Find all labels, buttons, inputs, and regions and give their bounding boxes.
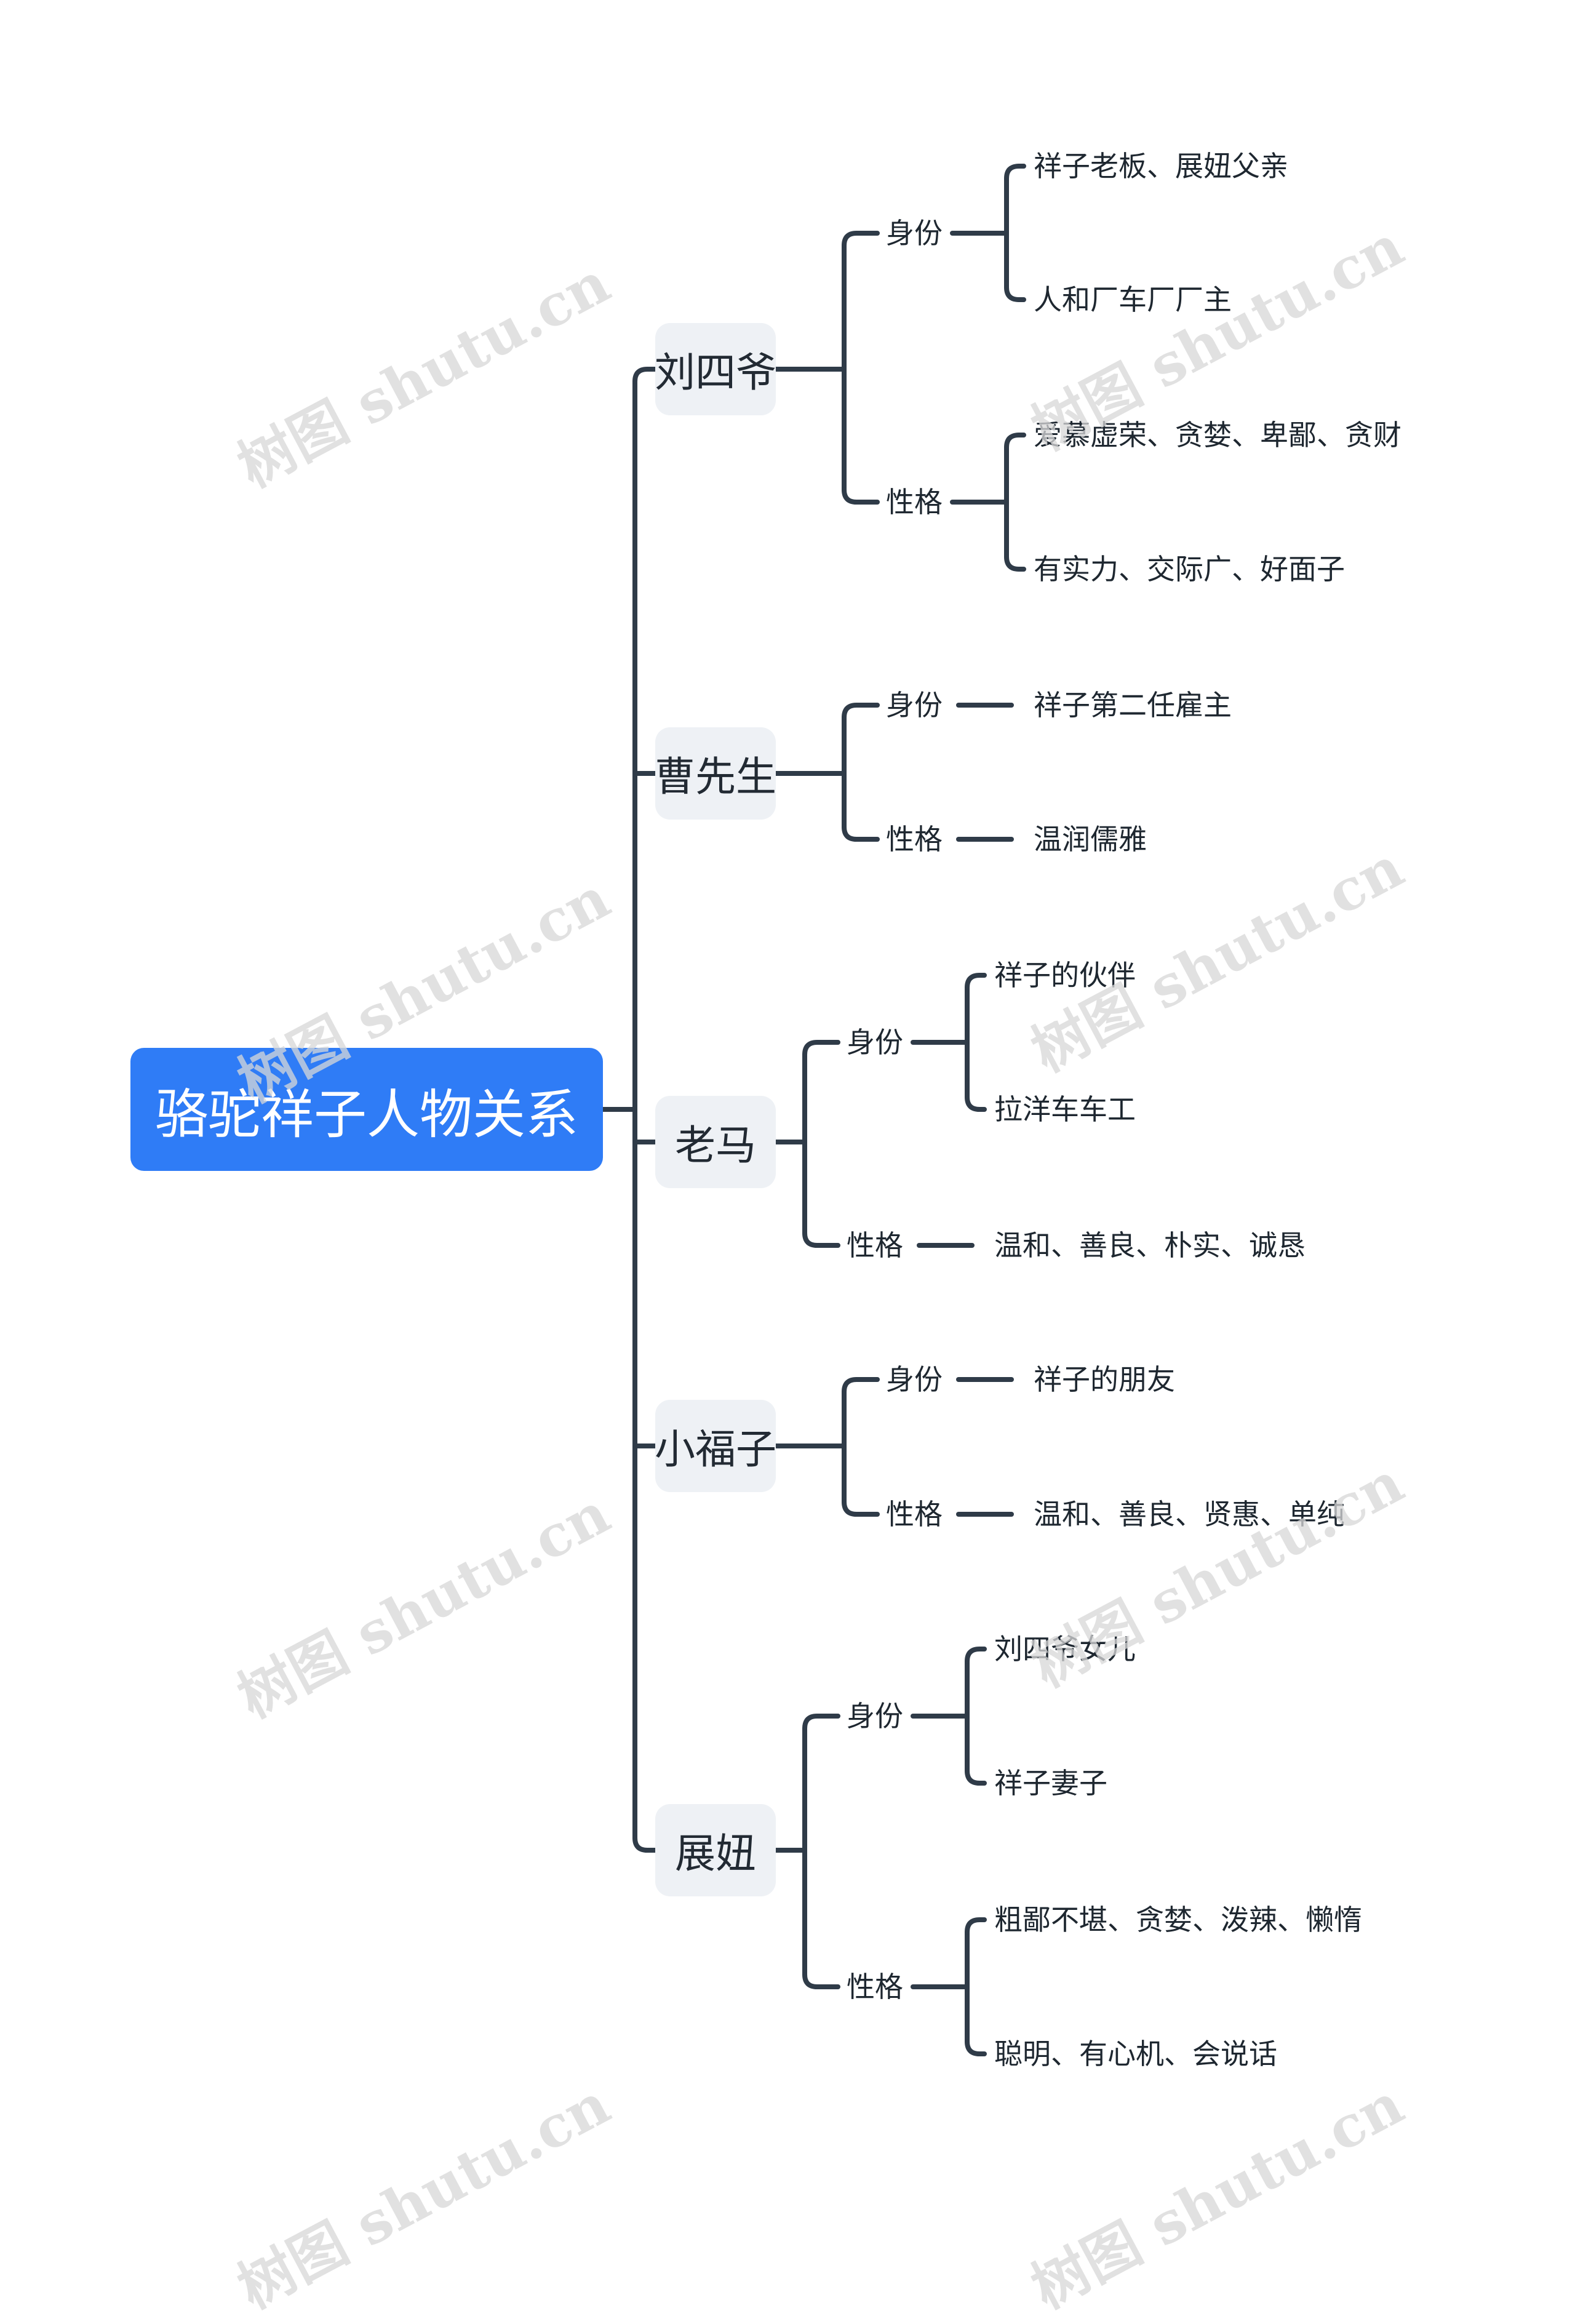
attr-link-4-0-branch xyxy=(965,1647,987,1664)
person-link-1-branch xyxy=(842,825,880,842)
connector-lines xyxy=(600,164,1026,2056)
person-link-0-branch xyxy=(842,487,880,505)
detail-text[interactable]: 祥子第二任雇主 xyxy=(1034,689,1232,722)
detail-text[interactable]: 粗鄙不堪、贪婪、泼辣、懒惰 xyxy=(994,1903,1362,1936)
root-node[interactable]: 骆驼祥子人物关系 xyxy=(130,1048,603,1171)
detail-text[interactable]: 祥子的伙伴 xyxy=(994,959,1136,992)
person-node-cao-xian-sheng[interactable]: 曹先生 xyxy=(655,727,776,820)
attr-link-0-1-branch xyxy=(1004,554,1026,572)
detail-text[interactable]: 刘四爷女儿 xyxy=(994,1632,1136,1666)
attr-personality[interactable]: 性格 xyxy=(886,823,943,856)
attr-personality[interactable]: 性格 xyxy=(886,1498,943,1531)
attr-personality[interactable]: 性格 xyxy=(847,1970,903,2003)
detail-text[interactable]: 有实力、交际广、好面子 xyxy=(1034,553,1345,586)
attr-identity[interactable]: 身份 xyxy=(847,1026,903,1059)
root-link-branch xyxy=(632,367,658,384)
person-node-xiao-fu-zi[interactable]: 小福子 xyxy=(655,1400,776,1492)
person-link-2-branch xyxy=(802,1231,840,1248)
person-node-liu-si-ye[interactable]: 刘四爷 xyxy=(655,323,776,415)
detail-text[interactable]: 祥子老板、展妞父亲 xyxy=(1034,150,1288,183)
person-link-4-branch xyxy=(802,1714,840,1731)
attr-link-4-0-branch xyxy=(965,1768,987,1786)
detail-text[interactable]: 拉洋车车工 xyxy=(994,1093,1136,1126)
attr-identity[interactable]: 身份 xyxy=(886,217,943,250)
attr-link-0-0-branch xyxy=(1004,285,1026,302)
attr-identity[interactable]: 身份 xyxy=(886,689,943,722)
detail-text[interactable]: 爱慕虚荣、贪婪、卑鄙、贪财 xyxy=(1034,418,1402,452)
attr-identity[interactable]: 身份 xyxy=(886,1363,943,1396)
attr-link-2-0-branch xyxy=(965,1095,987,1112)
detail-text[interactable]: 温和、善良、朴实、诚恳 xyxy=(994,1229,1306,1262)
detail-text[interactable]: 人和厂车厂厂主 xyxy=(1034,283,1232,316)
person-link-3-branch xyxy=(842,1499,880,1517)
person-node-zhan-niu[interactable]: 展妞 xyxy=(655,1804,776,1896)
person-link-2-branch xyxy=(802,1040,840,1057)
attr-personality[interactable]: 性格 xyxy=(886,485,943,519)
attr-link-4-1-branch xyxy=(965,1917,987,1935)
detail-text[interactable]: 聪明、有心机、会说话 xyxy=(994,2037,1277,2070)
attr-link-0-1-branch xyxy=(1004,433,1026,450)
attr-identity[interactable]: 身份 xyxy=(847,1699,903,1733)
person-link-4-branch xyxy=(802,1972,840,1989)
person-link-3-branch xyxy=(842,1377,880,1394)
person-link-0-branch xyxy=(842,231,880,248)
person-link-1-branch xyxy=(842,703,880,720)
detail-text[interactable]: 温润儒雅 xyxy=(1034,823,1147,856)
attr-personality[interactable]: 性格 xyxy=(847,1229,903,1262)
attr-link-2-0-branch xyxy=(965,973,987,990)
attr-link-0-0-branch xyxy=(1004,164,1026,181)
root-link-branch xyxy=(632,1835,658,1853)
detail-text[interactable]: 祥子妻子 xyxy=(994,1767,1107,1800)
person-node-lao-ma[interactable]: 老马 xyxy=(655,1096,776,1188)
mind-map: 骆驼祥子人物关系 刘四爷 曹先生 老马 小福子 展妞 身份 性格 身份 性格 身… xyxy=(130,150,1414,2322)
attr-link-4-1-branch xyxy=(965,2039,987,2056)
detail-text[interactable]: 温和、善良、贤惠、单纯 xyxy=(1034,1498,1345,1531)
detail-text[interactable]: 祥子的朋友 xyxy=(1034,1363,1175,1396)
